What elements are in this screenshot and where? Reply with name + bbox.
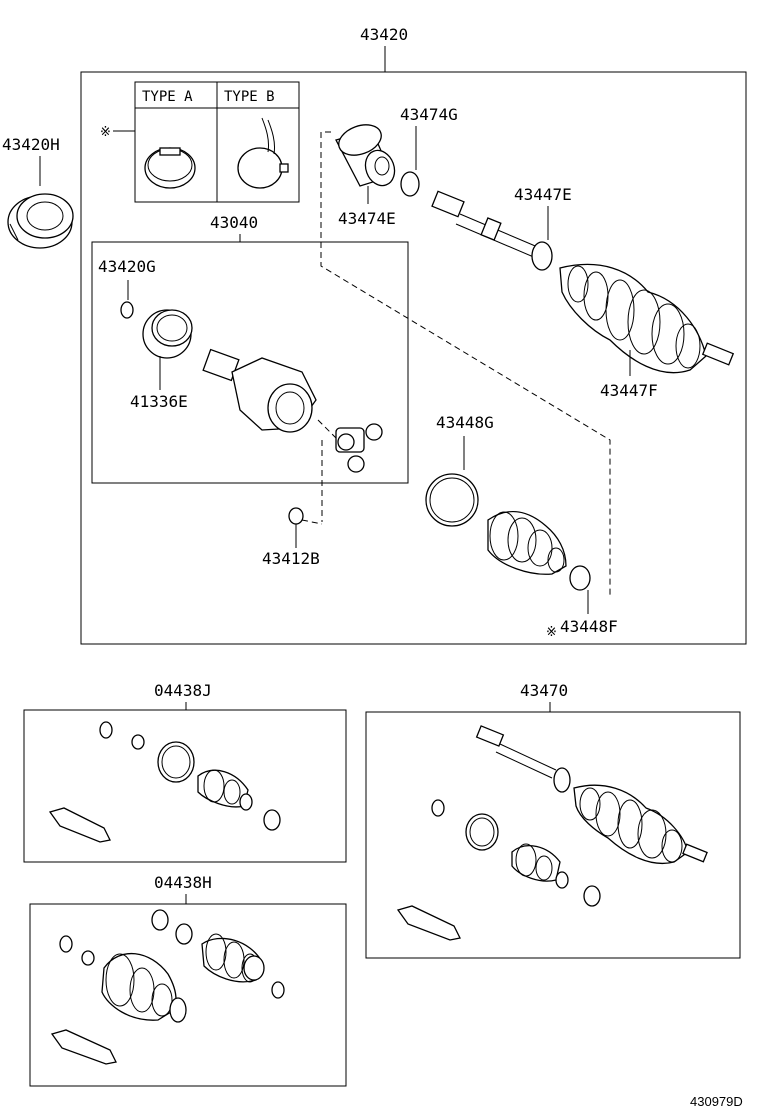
- snap-ring-43420G[interactable]: [120, 301, 134, 319]
- bearing-43420H[interactable]: [7, 193, 74, 249]
- boot-kit-j-parts[interactable]: [48, 721, 281, 843]
- outer-joint-frame: [365, 711, 741, 959]
- diagram-reference: 430979D: [690, 1094, 743, 1109]
- clamp-43448F[interactable]: [569, 565, 591, 591]
- label-type-b: TYPE B: [224, 89, 275, 105]
- dust-deflector-43474E[interactable]: [335, 119, 400, 189]
- snap-ring-43412B[interactable]: [288, 507, 304, 525]
- label-43448F[interactable]: 43448F: [560, 617, 618, 636]
- asterisk-mark: ※: [100, 124, 111, 139]
- label-43474G[interactable]: 43474G: [400, 105, 458, 124]
- clamp-43447E[interactable]: [531, 241, 553, 271]
- label-43420[interactable]: 43420: [360, 25, 408, 44]
- drive-shaft[interactable]: [431, 190, 541, 259]
- label-43448G[interactable]: 43448G: [436, 413, 494, 432]
- label-43470[interactable]: 43470: [520, 681, 568, 700]
- label-43420G[interactable]: 43420G: [98, 257, 156, 276]
- boot-kit-h-parts[interactable]: [50, 909, 285, 1065]
- label-43412B[interactable]: 43412B: [262, 549, 320, 568]
- boot-kit-h-frame: [29, 903, 347, 1087]
- inner-joint-housing[interactable]: [202, 348, 317, 433]
- label-43040[interactable]: 43040: [210, 213, 258, 232]
- clamp-43448G[interactable]: [425, 473, 479, 527]
- clamp-type-a-icon: [144, 147, 196, 189]
- label-43447F[interactable]: 43447F: [600, 381, 658, 400]
- inner-joint-box: [91, 241, 409, 484]
- label-43447E[interactable]: 43447E: [514, 185, 572, 204]
- outboard-boot-43447F[interactable]: [559, 263, 735, 374]
- tripod-joint[interactable]: [335, 423, 383, 473]
- label-type-a: TYPE A: [142, 89, 193, 105]
- boot-kit-j-frame: [23, 709, 347, 863]
- clamp-43474G[interactable]: [400, 171, 420, 197]
- clamp-type-b-icon: [237, 117, 289, 189]
- label-43420H[interactable]: 43420H: [2, 135, 60, 154]
- assembly-frame: [80, 71, 747, 645]
- clamp-type-box: [134, 81, 300, 203]
- label-43474E[interactable]: 43474E: [338, 209, 396, 228]
- inboard-boot[interactable]: [487, 511, 567, 575]
- label-41336E[interactable]: 41336E: [130, 392, 188, 411]
- label-04438J[interactable]: 04438J: [154, 681, 212, 700]
- asterisk-mark-2: ※: [546, 624, 557, 639]
- damper-41336E[interactable]: [142, 309, 193, 359]
- outer-joint-parts[interactable]: [396, 725, 708, 941]
- label-04438H[interactable]: 04438H: [154, 873, 212, 892]
